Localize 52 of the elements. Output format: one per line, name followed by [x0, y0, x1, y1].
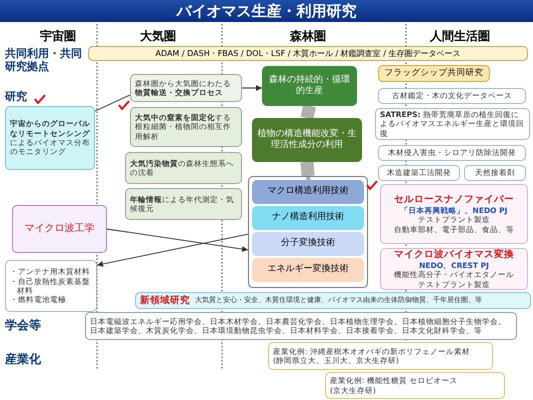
info-box [135, 292, 531, 309]
info-box [12, 205, 107, 253]
box-text: ナノ構造利用技術 [272, 212, 344, 224]
box-heading: マイクロ波バイオマス変換 [394, 249, 514, 261]
arrow [242, 85, 262, 91]
arrow [106, 228, 248, 252]
box-text: フラッグシップ共同研究 [384, 68, 484, 79]
box-text: 分子変換技術 [281, 238, 335, 250]
info-box [125, 152, 242, 184]
technology-box [252, 258, 364, 282]
row-header: 研究 [5, 90, 27, 104]
box-text: エネルギー変換技術 [268, 264, 348, 276]
box-text: ADAM / DASH・FBAS / DOL・LSF / 木質ホール / 材鑑調査室 / 生存圏データベース [155, 48, 461, 58]
box-heading: セルロースナノファイバー [394, 194, 514, 206]
info-box [380, 184, 528, 244]
info-box [378, 65, 490, 82]
info-box [125, 188, 242, 220]
info-box [378, 88, 526, 104]
info-box [268, 342, 493, 370]
list-box [5, 260, 97, 312]
info-box [85, 312, 517, 340]
column-header: 宇宙圏 [40, 29, 76, 44]
technology-box [252, 206, 364, 230]
technology-box [252, 180, 364, 204]
title-banner: バイオマス生産・利用研究 [0, 0, 533, 22]
process-box [252, 118, 362, 162]
info-box [464, 165, 526, 181]
info-box [375, 108, 530, 140]
column-header: 森林圏 [290, 29, 326, 44]
info-box [378, 165, 460, 181]
info-box [130, 107, 242, 147]
info-box [325, 372, 505, 399]
row-header: 共同利用・共同研究拠点 [5, 47, 83, 74]
info-box [5, 106, 95, 170]
process-box [262, 66, 357, 106]
info-box [130, 74, 242, 102]
row-header: 学会等 [5, 318, 41, 332]
box-heading: 新領域研究 [140, 294, 190, 306]
info-box [378, 145, 526, 161]
facility-banner [88, 46, 528, 61]
arrow [300, 104, 316, 120]
technology-box [252, 232, 364, 256]
box-text: マクロ構造利用技術 [268, 186, 348, 198]
box-text: マイクロ波工学 [24, 222, 94, 236]
column-header: 大気圏 [140, 29, 176, 44]
box-text: 植物の構造機能改変・生理活性成分の利用 [257, 128, 357, 152]
technology-panel [248, 176, 368, 288]
box-text: 森林の持続的・循環的生産 [268, 74, 351, 98]
row-header: 産業化 [5, 352, 41, 366]
info-box [380, 248, 528, 290]
column-header: 人間生活圏 [430, 29, 490, 44]
arrow [96, 234, 248, 267]
